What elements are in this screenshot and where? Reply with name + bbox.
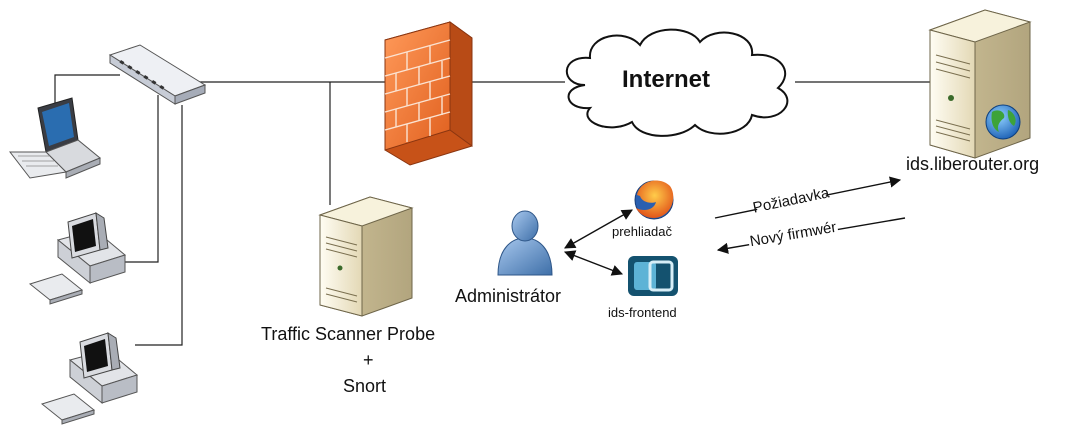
globe-icon bbox=[985, 104, 1021, 140]
probe-label: Traffic Scanner Probe bbox=[261, 324, 436, 344]
edge-label-request: Požiadavka bbox=[751, 184, 831, 216]
internet-label: Internet bbox=[622, 66, 711, 93]
edge-label-firmware: Nový firmwér bbox=[749, 219, 838, 251]
arrow-admin-browser bbox=[564, 209, 633, 249]
user-icon bbox=[497, 210, 553, 276]
admin-label: Administrátor bbox=[455, 286, 562, 306]
switch-icon bbox=[108, 44, 207, 105]
desktop-pc-icon bbox=[28, 212, 127, 305]
probe-snort-label: Snort bbox=[343, 376, 387, 396]
firefox-icon bbox=[634, 180, 674, 220]
connection-lines bbox=[54, 74, 940, 346]
line-switch-laptop bbox=[54, 74, 120, 105]
desktop-pc-icon bbox=[40, 332, 139, 425]
frontend-label: ids-frontend bbox=[608, 305, 677, 320]
cloud-icon bbox=[565, 28, 789, 137]
browser-label: prehliadač bbox=[612, 224, 672, 239]
server-icon bbox=[928, 9, 1032, 159]
line-switch-pc1 bbox=[120, 95, 159, 263]
line-switch-pc2 bbox=[135, 105, 183, 346]
probe-plus-label: + bbox=[363, 350, 374, 370]
firewall-icon bbox=[384, 21, 473, 166]
arrow-admin-frontend bbox=[563, 250, 624, 276]
laptop-icon bbox=[8, 97, 101, 179]
server-icon bbox=[318, 196, 414, 317]
frontend-app-icon bbox=[628, 256, 678, 296]
server-label: ids.liberouter.org bbox=[906, 154, 1040, 174]
